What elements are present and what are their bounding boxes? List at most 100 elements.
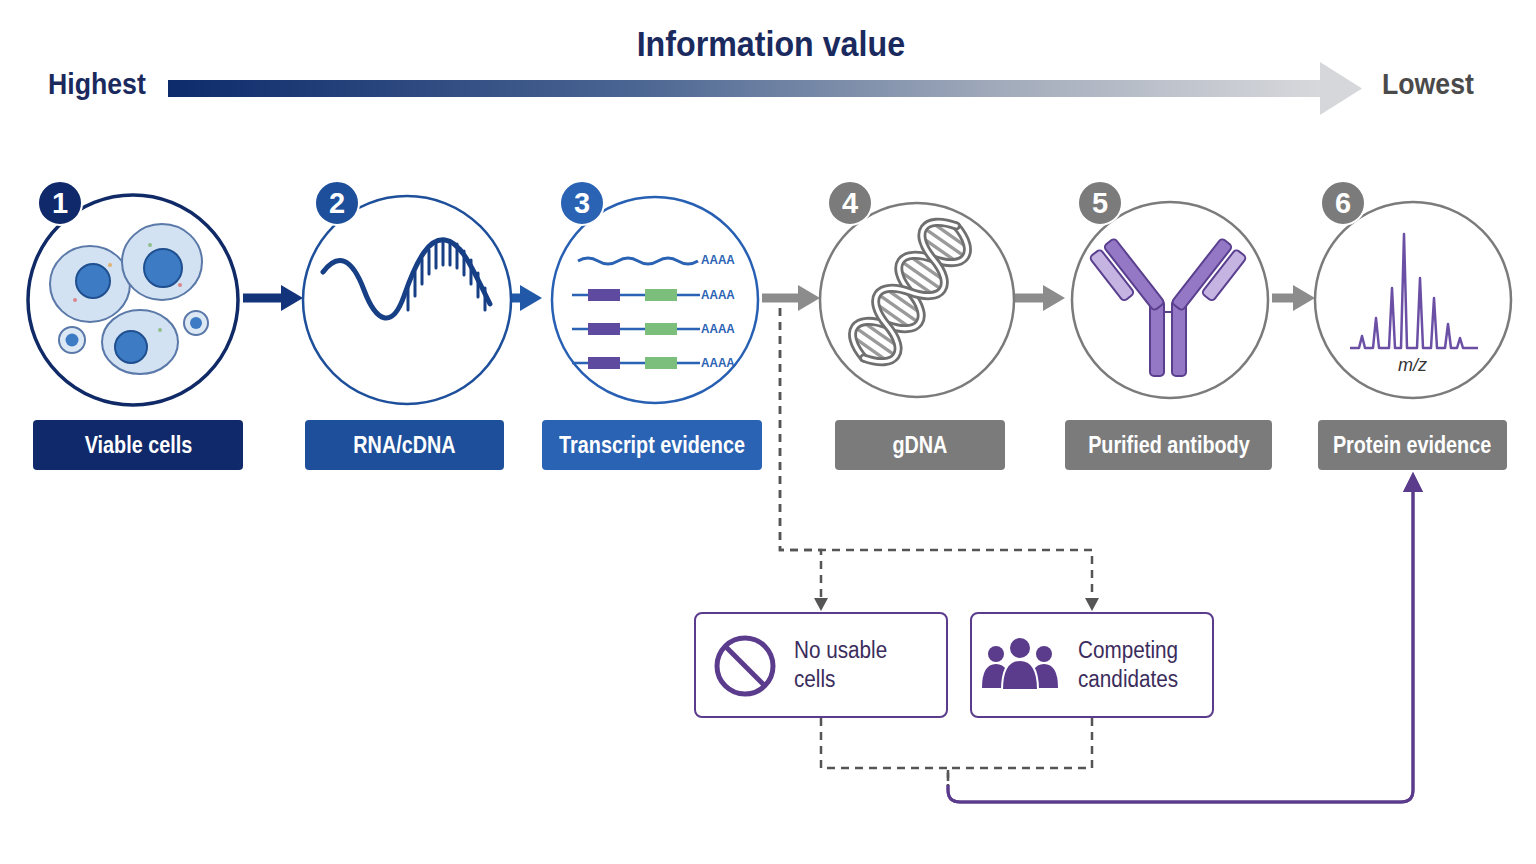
- graphic-line: [901, 272, 932, 294]
- people-icon: [982, 637, 1058, 690]
- graphic-circle: [1036, 646, 1052, 662]
- stage-node: 6Protein evidence: [1315, 180, 1511, 470]
- arrow-head: [1293, 285, 1315, 311]
- stage-node: 2RNA/cDNA: [303, 180, 511, 470]
- stage-circle-outline: [303, 196, 511, 404]
- outcome-text-block: No usable cells: [794, 614, 942, 716]
- graphic-circle: [59, 327, 85, 353]
- graphic-rect: [645, 323, 677, 335]
- callout-number: 4: [827, 180, 873, 226]
- fallback-route-line: [948, 490, 1413, 802]
- graphic-circle: [717, 638, 773, 694]
- graphic-rect: [645, 357, 677, 369]
- stage-label-box: RNA/cDNA: [305, 420, 504, 470]
- stage-circle-outline: [28, 195, 238, 405]
- stage-circle-outline: [552, 197, 758, 403]
- outcome-box: Competing candidates: [970, 612, 1214, 718]
- graphic-path: [578, 258, 698, 264]
- graphic-circle: [158, 328, 162, 332]
- outcome-box: No usable cells: [694, 612, 948, 718]
- graphic-path: [843, 211, 977, 372]
- graphic-line: [572, 362, 700, 365]
- graphic-path: [843, 211, 977, 372]
- antibody-illustration: [1089, 238, 1247, 376]
- graphic-circle: [115, 331, 147, 363]
- stage-label: gDNA: [893, 432, 948, 459]
- stage-node: 1Viable cells: [28, 180, 243, 470]
- stage-label: Transcript evidence: [559, 432, 745, 459]
- arrow-shaft: [762, 294, 800, 303]
- rna-illustration: [323, 240, 490, 318]
- graphic-g: [1089, 238, 1165, 322]
- graphic-g: [1171, 238, 1247, 322]
- graphic-rect: [1172, 300, 1186, 376]
- dna-illustration: [843, 211, 977, 372]
- graphic-polygon: [1320, 62, 1362, 115]
- flow-connector: [511, 285, 542, 311]
- graphic-rect: [1201, 249, 1247, 302]
- arrow-shaft: [1014, 294, 1045, 303]
- graphic-line: [878, 305, 909, 327]
- flow-connector: [1272, 285, 1315, 311]
- callout-number-text: 4: [842, 187, 858, 220]
- graphic-rect: [168, 80, 1326, 97]
- arrow-shaft: [243, 294, 283, 303]
- stage-circle-outline: [820, 203, 1014, 397]
- stage-label: RNA/cDNA: [353, 432, 455, 459]
- graphic-path: [982, 664, 1010, 688]
- stage-node: 5Purified antibody: [1065, 180, 1272, 470]
- flow-connector: [762, 298, 828, 611]
- graphic-g: [843, 211, 977, 372]
- flow-connector: [243, 285, 303, 311]
- stage-circle-outline: [1315, 202, 1511, 398]
- arrow-head: [281, 285, 303, 311]
- graphic-circle: [148, 243, 152, 247]
- dashed-merge-line: [948, 718, 1092, 785]
- stage-label: Purified antibody: [1088, 432, 1250, 459]
- scale-end-label: Lowest: [1382, 68, 1482, 101]
- graphic-circle: [66, 334, 79, 347]
- graphic-rect: [1150, 300, 1164, 376]
- arrow-head: [1043, 285, 1065, 311]
- graphic-ellipse: [122, 224, 202, 300]
- graphic-circle: [184, 311, 208, 335]
- stage-label-box: gDNA: [835, 420, 1005, 470]
- outcome-text-lines: Competing candidates: [1078, 636, 1208, 694]
- graphic-line: [855, 338, 886, 360]
- flow-connector: [1014, 285, 1065, 311]
- callout-number: 6: [1320, 180, 1366, 226]
- transcripts-illustration: [572, 258, 700, 369]
- stage-circle-outline: [1072, 202, 1268, 398]
- graphic-line: [901, 261, 941, 289]
- stage-label-box: Transcript evidence: [542, 420, 762, 470]
- stage-label: Viable cells: [84, 432, 191, 459]
- graphic-line: [865, 323, 896, 345]
- graphic-circle: [76, 264, 110, 298]
- graphic-line: [878, 294, 918, 322]
- callout-number-text: 6: [1335, 187, 1351, 220]
- label-text: Highest: [48, 68, 146, 101]
- stage-node: 4 gDNA: [820, 180, 1014, 470]
- diagram-title: Information value: [0, 24, 1536, 64]
- title-text: Information value: [637, 24, 905, 64]
- graphic-line: [924, 239, 955, 261]
- callout-number: 5: [1077, 180, 1123, 226]
- arrow-shaft: [1272, 294, 1295, 303]
- outcome-label: No usable cells: [794, 636, 927, 694]
- scale-end-label: Highest: [48, 68, 154, 101]
- value-gradient-arrow: [168, 62, 1362, 115]
- graphic-circle: [73, 298, 77, 302]
- graphic-rect: [1171, 238, 1233, 311]
- graphic-path: [1002, 660, 1038, 690]
- graphic-ellipse: [102, 310, 178, 374]
- graphic-circle: [144, 249, 182, 287]
- graphic-circle: [108, 263, 112, 267]
- dashed-merge-line: [821, 718, 948, 785]
- graphic-line: [925, 228, 965, 256]
- callout-number: 2: [314, 180, 360, 226]
- graphic-circle: [190, 317, 202, 329]
- graphic-circle: [178, 283, 182, 287]
- arrow-head: [520, 285, 542, 311]
